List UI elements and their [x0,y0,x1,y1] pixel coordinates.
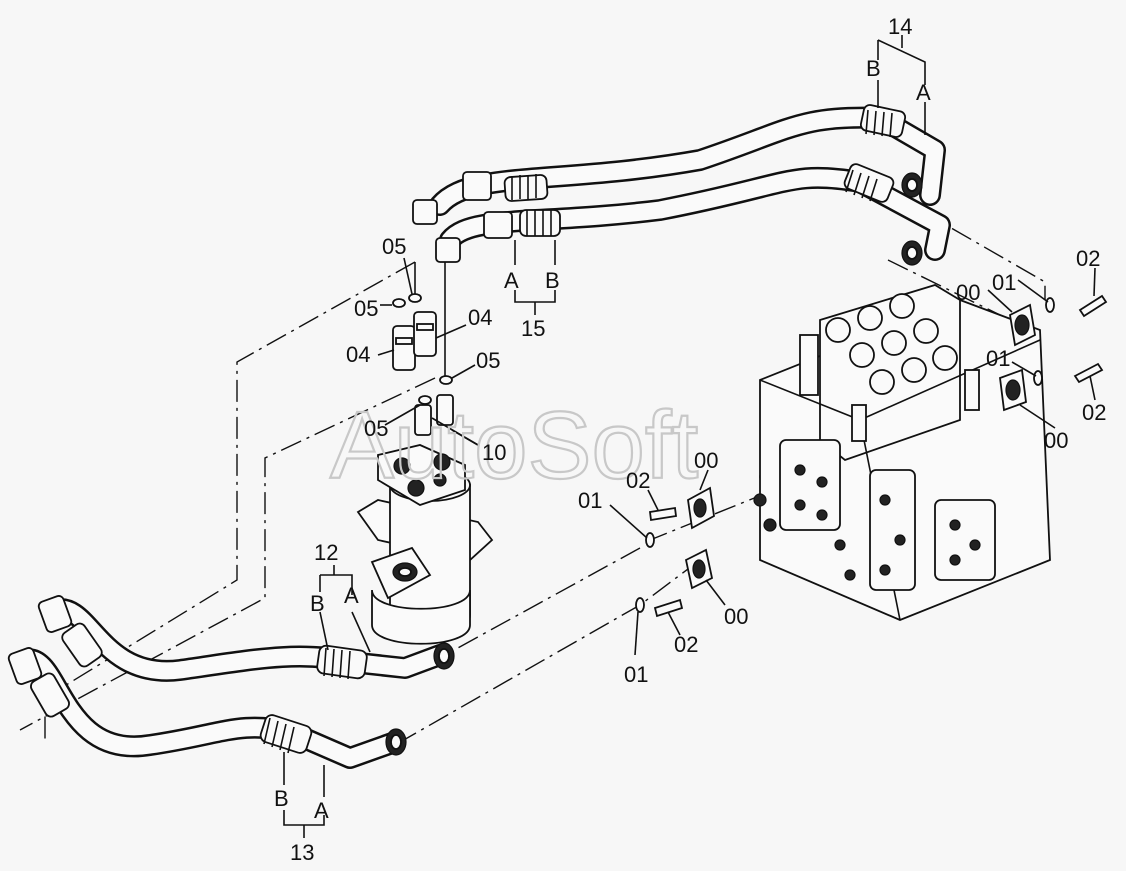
label-part-05-top: 05 [382,234,406,259]
label-part-01-lower: 01 [624,662,648,687]
label-part-00-right: 00 [1044,428,1068,453]
label-part-01-middle: 01 [578,488,602,513]
label-part-15: 15 [521,316,545,341]
label-hose-14-port-b: B [866,56,881,81]
label-hose-13-port-a: A [314,798,329,823]
label-part-04-lower: 04 [346,342,370,367]
control-valve-block [753,284,1051,621]
label-part-14: 14 [888,14,912,39]
label-hose-15-port-a: A [504,268,519,293]
hose-assembly-13 [7,647,407,769]
label-part-00-lower: 00 [724,604,748,629]
label-part-02-upper: 02 [1076,246,1100,271]
watermark-text: AutoSoft [330,392,698,499]
label-part-05-left: 05 [354,296,378,321]
hose-assembly-15 [435,163,951,266]
hose-assembly-12 [37,595,455,682]
label-hose-14-port-a: A [916,80,931,105]
label-hose-12-port-a: A [344,583,359,608]
label-hose-13-port-b: B [274,786,289,811]
center-swivel-joint [356,444,494,645]
fittings-group [392,293,454,436]
label-hose-15-port-b: B [545,268,560,293]
label-part-02-middle: 02 [626,468,650,493]
label-part-13: 13 [290,840,314,865]
label-part-00-upper: 00 [956,280,980,305]
label-part-02-right: 02 [1082,400,1106,425]
flange-hardware [635,294,1108,618]
label-part-01-right: 01 [986,346,1010,371]
label-part-05-bottom: 05 [364,416,388,441]
callout-leaders [283,35,1096,838]
label-part-00-middle: 00 [694,448,718,473]
label-part-04-upper: 04 [468,305,492,330]
label-part-05-right: 05 [476,348,500,373]
label-hose-12-port-b: B [310,591,325,616]
label-part-02-lower: 02 [674,632,698,657]
callout-labels: 14 B A A B 15 12 B A B A 13 10 04 04 05 … [274,14,1106,865]
label-part-12: 12 [314,540,338,565]
label-part-01-upper: 01 [992,270,1016,295]
hose-assembly-14 [412,104,946,225]
label-part-10: 10 [482,440,506,465]
